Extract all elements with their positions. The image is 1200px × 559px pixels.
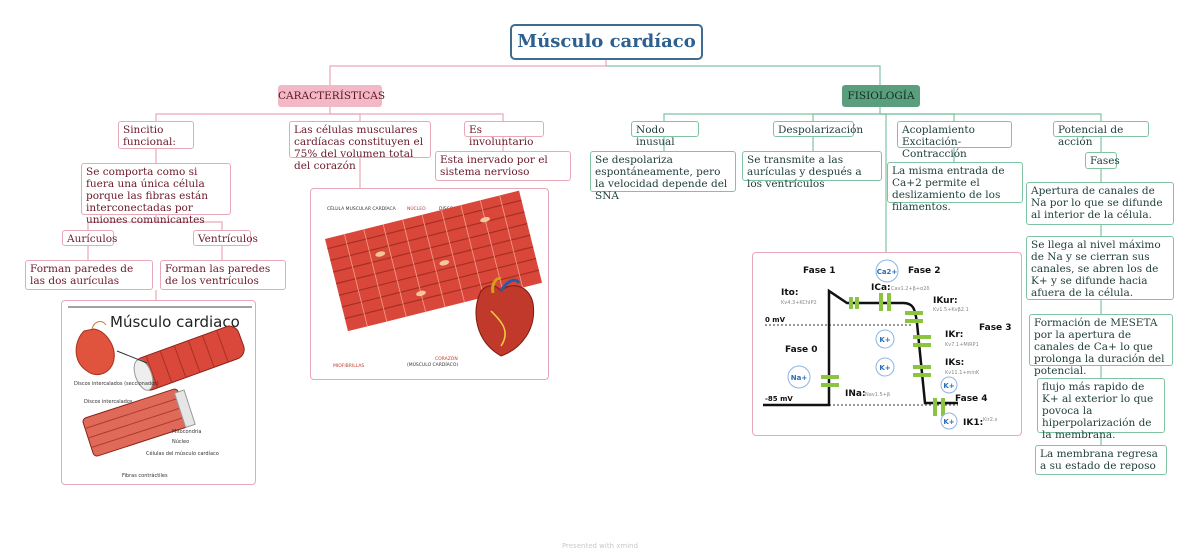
musculo-cardiaco-image: Músculo cardiaco Discos intercalados (se… (61, 300, 256, 485)
celula-label-0: CÉLULA MUSCULAR CARDÍACA (327, 204, 397, 212)
action-potential-image: Fase 1 Fase 2 Fase 3 Fase 0 Fase 4 0 mV … (752, 252, 1022, 436)
caracteristicas-topic[interactable]: CARACTERÍSTICAS (278, 85, 385, 107)
ap-ica-sub: Cav1.2+β+α2δ (891, 286, 930, 292)
auriculos-node[interactable]: Aurículos (62, 230, 117, 246)
ap-fase0: Fase 0 (785, 345, 818, 355)
ap-k-ion-4: K+ (943, 418, 954, 426)
ap-ca-ion: Ca2+ (877, 268, 898, 276)
musculo-label-3: Núcleo (172, 438, 189, 445)
despolarizacion-node[interactable]: Despolarización (773, 121, 863, 137)
ap-fase3: Fase 3 (979, 323, 1012, 333)
ap-iks-sub: Kv11.1+minK (945, 370, 980, 376)
ventriculos-desc-node[interactable]: Forman las paredes de los ventrículos (160, 260, 286, 290)
ap-ikr: IKr: (945, 330, 963, 340)
fase-item-2[interactable]: Formación de MESETA por la apertura de c… (1029, 314, 1173, 377)
acoplamiento-node[interactable]: Acoplamiento Excitación-Contracción (897, 121, 1012, 160)
fase-item-4[interactable]: La membrana regresa a su estado de repos… (1035, 445, 1167, 475)
ap-fase2: Fase 2 (908, 266, 941, 276)
nodo-node[interactable]: Nodo inusual (631, 121, 699, 148)
fase-item-0[interactable]: Apertura de canales de Na por lo que se … (1026, 182, 1174, 225)
musculo-image-title: Músculo cardiaco (110, 313, 240, 331)
ap-ito-sub: Kv4.3+KChIP2 (781, 300, 817, 306)
celula-label-4: CORAZÓN (435, 355, 458, 362)
sincitio-node[interactable]: Sincitio funcional: (118, 121, 194, 149)
celula-label-3: MIOFIBRILLAS (333, 363, 364, 369)
footer-credit: Presented with xmind (561, 542, 639, 550)
auriculos-desc-node[interactable]: Forman paredes de las dos aurículas (25, 260, 153, 290)
ap-ikur-sub: Kv1.5+Kvβ2.1 (933, 307, 969, 313)
musculo-label-2: Mitocondria (172, 429, 201, 435)
ap-k-ion-2: K+ (879, 364, 890, 372)
celulas-node[interactable]: Las células musculares cardíacas constit… (289, 121, 431, 172)
ap-zero: 0 mV (765, 316, 786, 324)
involuntario-node[interactable]: Es involuntario (464, 121, 544, 148)
ventriculos-node[interactable]: Ventrículos (193, 230, 258, 246)
celula-muscular-image: CÉLULA MUSCULAR CARDÍACA NÚCLEO DISCOS I… (310, 188, 549, 380)
despolarizacion-desc-node[interactable]: Se transmite a las aurículas y después a… (742, 151, 882, 190)
ap-ica: ICa: (871, 283, 891, 293)
ap-ikur: IKur: (933, 296, 958, 306)
ap-minus85: -85 mV (765, 395, 793, 403)
fisiologia-topic[interactable]: FISIOLOGÍA (842, 85, 920, 107)
celula-label-5: (MÚSCULO CARDÍACO) (407, 361, 458, 368)
ap-ik1-sub: Kir2.x (983, 417, 997, 423)
musculo-label-5: Fibras contráctiles (122, 472, 168, 479)
potencial-node[interactable]: Potencial de acción (1053, 121, 1149, 148)
ap-fase4: Fase 4 (955, 394, 988, 404)
musculo-label-4: Células del músculo cardíaco (146, 450, 219, 457)
ap-ina-sub: Nav1.5+β (865, 392, 890, 398)
acoplamiento-desc-node[interactable]: La misma entrada de Ca+2 permite el desl… (887, 162, 1023, 213)
ap-iks: IKs: (945, 358, 964, 368)
ap-ik1: IK1: (963, 418, 983, 428)
fase-item-1[interactable]: Se llega al nivel máximo de Na y se cier… (1026, 236, 1174, 300)
ap-ikr-sub: Kv7.1+MiRP1 (945, 342, 979, 348)
musculo-label-1: Discos intercalados (84, 399, 133, 405)
ap-ito: Ito: (781, 288, 798, 298)
sincitio-desc-node[interactable]: Se comporta como si fuera una única célu… (81, 163, 231, 226)
ap-k-ion-1: K+ (879, 336, 890, 344)
page-title: Músculo cardíaco (510, 24, 703, 60)
ap-fase1: Fase 1 (803, 266, 836, 276)
fases-node[interactable]: Fases (1085, 152, 1120, 169)
ap-k-ion-3: K+ (943, 382, 954, 390)
musculo-label-0: Discos intercalados (seccionados) (74, 381, 159, 387)
involuntario-desc-node[interactable]: Esta inervado por el sistema nervioso (435, 151, 571, 181)
nodo-desc-node[interactable]: Se despolariza espontáneamente, pero la … (590, 151, 736, 202)
celula-label-1: NÚCLEO (407, 205, 426, 212)
fase-item-3[interactable]: flujo más rapido de K+ al exterior lo qu… (1037, 378, 1165, 441)
ap-na-ion: Na+ (791, 374, 808, 382)
ap-ina: INa: (845, 389, 866, 399)
